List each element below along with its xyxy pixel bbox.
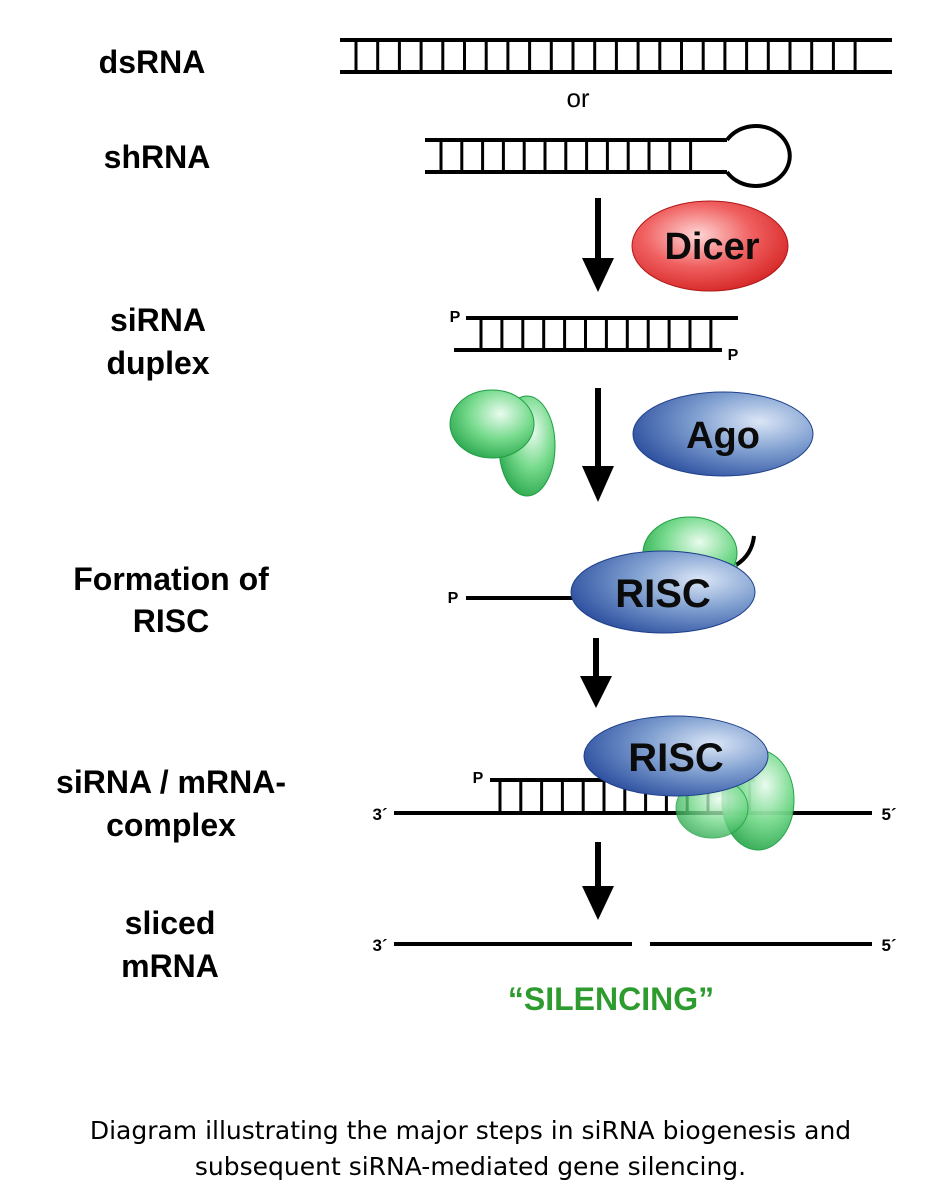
label-complex-line1: siRNA / mRNA- [56,764,286,800]
label-formation-line1: Formation of [73,561,269,597]
label-complex-line2: complex [106,807,236,843]
label-dsrna: dsRNA [99,44,206,80]
arrow-to-complex [580,638,612,708]
ago-protein-subunits [449,389,556,497]
or-text: or [566,83,589,113]
shrna-hairpin [425,124,792,188]
five-prime-marker-complex: 5´ [881,805,896,824]
sirna-duplex-strands [454,316,738,352]
risc-label-formation: RISC [615,572,711,616]
label-formation-line2: RISC [133,603,209,639]
arrow-to-risc [582,388,614,502]
silencing-result: “SILENCING” [508,981,714,1017]
risc-formation: RISC [466,516,756,634]
label-sirna-duplex-line2: duplex [106,345,209,381]
dicer-enzyme: Dicer [631,200,789,292]
three-prime-marker-sliced: 3´ [372,936,387,955]
caption-line-1: Diagram illustrating the major steps in … [89,1116,852,1145]
phosphate-marker-top: P [450,309,461,326]
dicer-label: Dicer [664,226,759,268]
three-prime-marker-complex: 3´ [372,805,387,824]
five-prime-marker-sliced: 5´ [881,936,896,955]
label-sliced-line1: sliced [125,905,216,941]
caption-line-2: subsequent siRNA-mediated gene silencing… [194,1152,747,1181]
phosphate-marker-bottom: P [728,347,739,364]
dsrna-strands [340,38,892,74]
label-shrna: shRNA [104,139,211,175]
phosphate-marker-complex: P [473,770,484,787]
arrow-to-sliced [582,842,614,920]
ago-label: Ago [686,415,760,457]
label-sirna-duplex-line1: siRNA [110,302,206,338]
figure-caption: Diagram illustrating the major steps in … [0,1113,941,1185]
label-sliced-line2: mRNA [121,948,219,984]
arrow-to-sirna [582,198,614,292]
phosphate-marker-risc: P [448,590,459,607]
ago-enzyme: Ago [632,391,814,477]
risc-label-complex: RISC [628,736,724,780]
sirna-mrna-complex: RISC [394,715,872,851]
